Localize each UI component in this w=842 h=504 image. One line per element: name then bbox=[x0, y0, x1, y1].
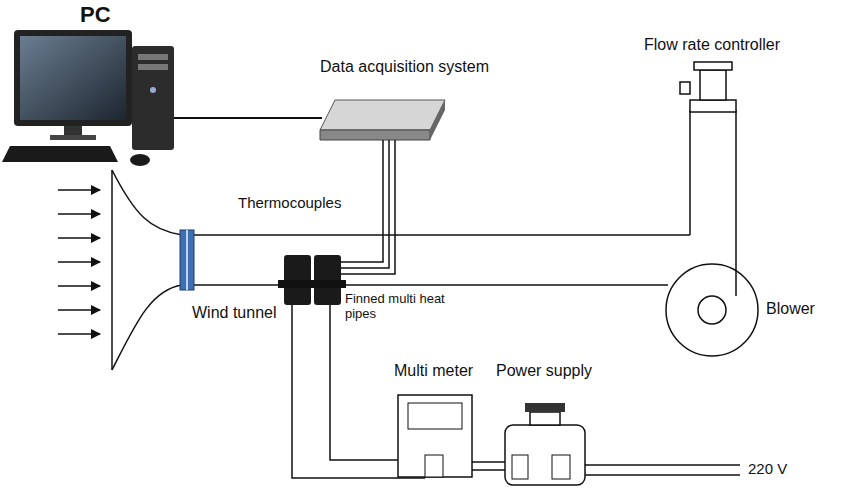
flow-rate-controller bbox=[680, 62, 736, 112]
power-supply-label: Power supply bbox=[494, 362, 594, 380]
wind-tunnel-label: Wind tunnel bbox=[190, 304, 279, 322]
blower-label: Blower bbox=[764, 300, 817, 318]
pc-label: PC bbox=[78, 2, 113, 27]
daq-label: Data acquisition system bbox=[318, 58, 491, 76]
heat-pipe-label: Finned multi heat pipes bbox=[343, 292, 447, 322]
multimeter-label: Multi meter bbox=[392, 362, 475, 380]
power-supply bbox=[505, 403, 585, 485]
flange bbox=[180, 230, 194, 290]
multimeter bbox=[398, 395, 472, 477]
airflow-arrows bbox=[58, 190, 100, 334]
voltage-label: 220 V bbox=[746, 460, 789, 477]
data-acquisition-box bbox=[320, 100, 445, 140]
pc-computer bbox=[2, 30, 174, 166]
controller-label: Flow rate controller bbox=[642, 36, 782, 54]
finned-heat-pipes bbox=[278, 255, 346, 305]
thermocouple-wires bbox=[340, 140, 395, 274]
wind-tunnel-duct bbox=[112, 110, 758, 370]
thermocouple-label: Thermocouples bbox=[236, 194, 343, 211]
